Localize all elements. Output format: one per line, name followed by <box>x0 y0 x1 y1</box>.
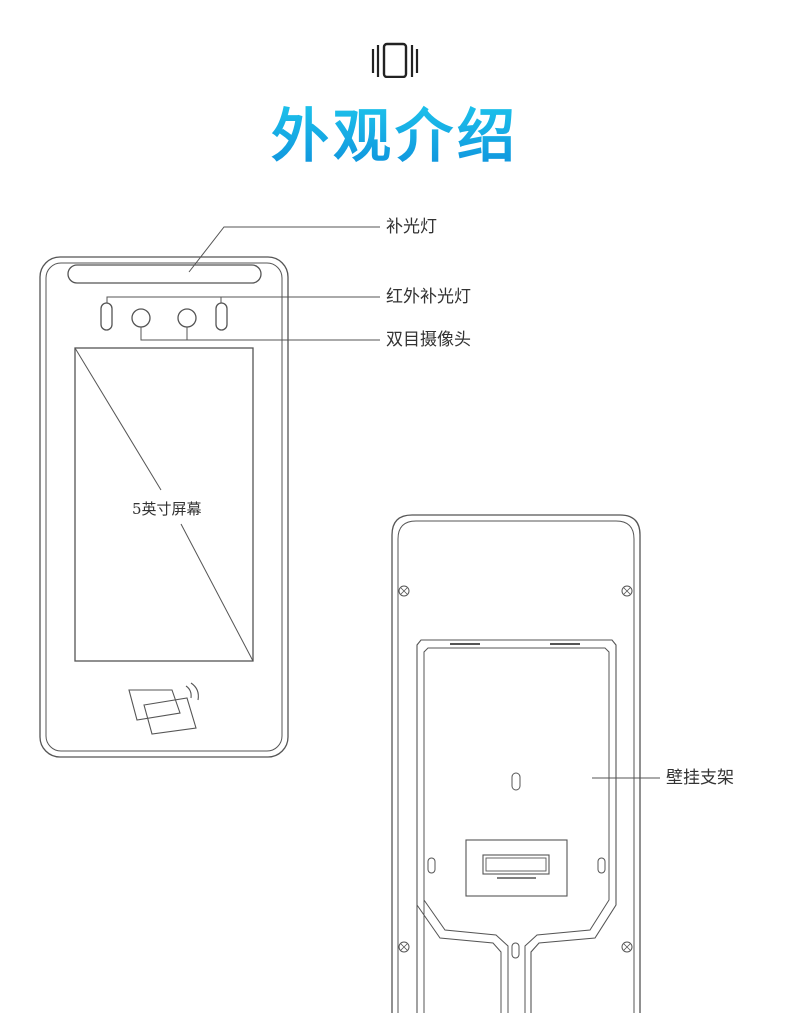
front-device <box>39 256 289 758</box>
left-slot <box>427 857 436 874</box>
wall-bracket-plate <box>416 639 617 1013</box>
back-device <box>391 514 641 1013</box>
vibrate-phone-icon <box>371 42 419 78</box>
wall-bracket-inner <box>423 647 610 1013</box>
camera-right <box>177 308 197 328</box>
label-ir-fill-light: 红外补光灯 <box>386 287 471 307</box>
screw-bottom-right <box>621 941 633 953</box>
camera-left <box>131 308 151 328</box>
fill-light-leader <box>188 226 380 273</box>
page-title: 外观介绍 <box>0 98 790 174</box>
label-fill-light: 补光灯 <box>386 217 437 237</box>
right-slot <box>597 857 606 874</box>
ir-light-leader <box>106 296 380 303</box>
screw-bottom-left <box>398 941 410 953</box>
ir-light-right <box>215 302 228 331</box>
front-device-outer-shell <box>39 256 289 758</box>
back-device-inner-shell <box>397 520 635 1013</box>
bottom-slot <box>511 942 520 959</box>
label-dual-camera: 双目摄像头 <box>386 330 471 350</box>
center-slot <box>511 772 521 791</box>
camera-leader <box>140 327 380 341</box>
label-screen: 5英寸屏幕 <box>132 500 202 518</box>
screw-top-right <box>621 585 633 597</box>
connector-cutout <box>465 839 568 897</box>
screw-top-left <box>398 585 410 597</box>
front-device-inner-shell <box>45 262 283 752</box>
fill-light-bar <box>67 264 262 284</box>
screen <box>74 347 254 662</box>
label-wall-bracket: 壁挂支架 <box>666 768 734 788</box>
front-leader-lines <box>106 226 380 341</box>
ir-light-left <box>100 302 113 331</box>
back-device-outer-shell <box>391 514 641 1013</box>
nfc-card-icon <box>128 682 199 735</box>
